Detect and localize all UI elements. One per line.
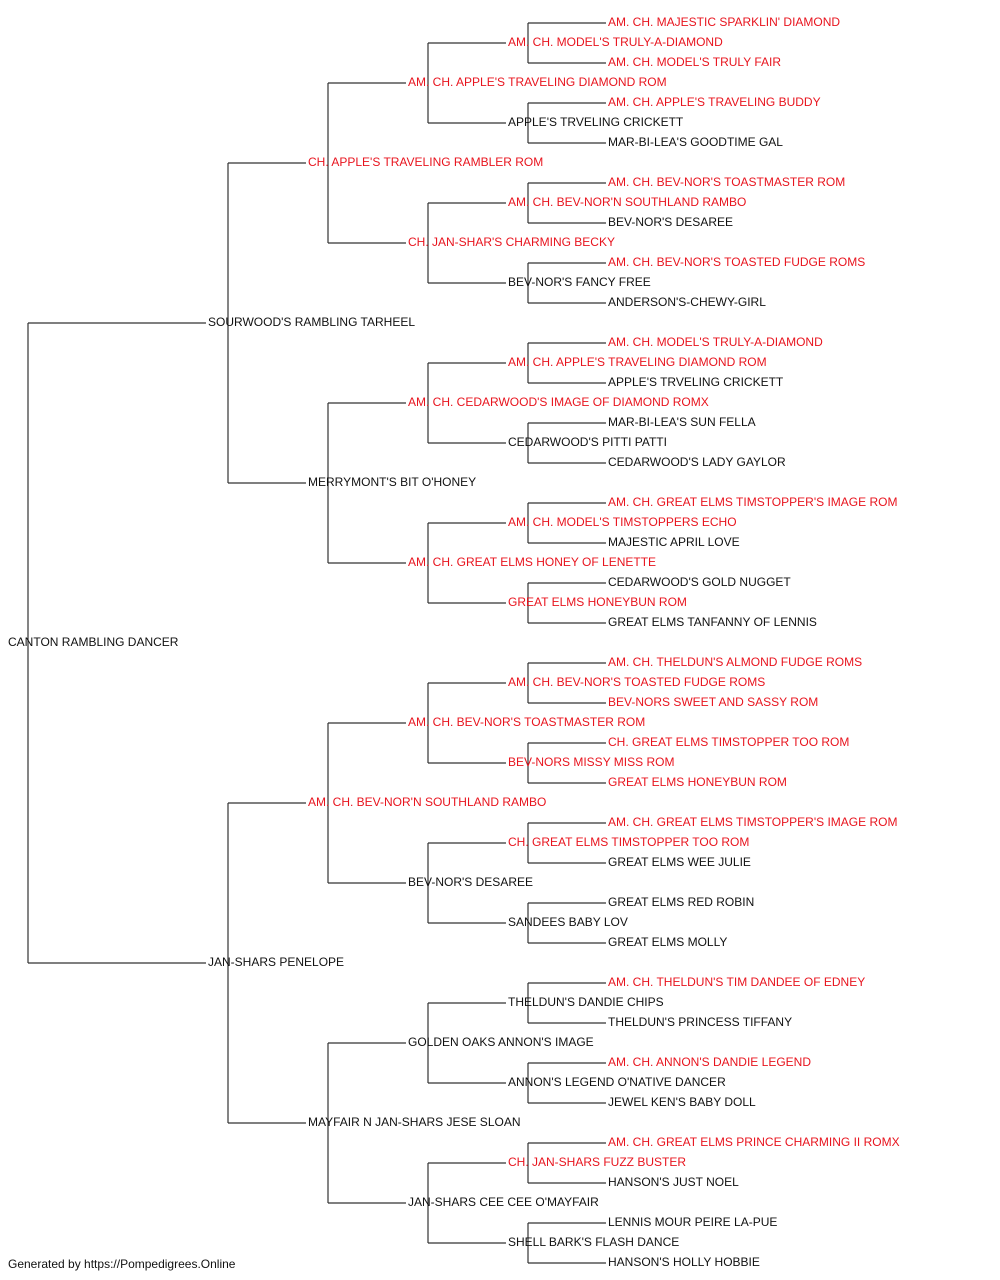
ggg-grandparent-name: HANSON'S JUST NOEL [608,1175,739,1189]
gg-grandparent-name: CH. JAN-SHARS FUZZ BUSTER [508,1155,687,1169]
gg-grandparent-name: AM. CH. APPLE'S TRAVELING DIAMOND ROM [508,355,767,369]
great-grandparent-name: GOLDEN OAKS ANNON'S IMAGE [408,1035,594,1049]
grandparent-name: MERRYMONT'S BIT O'HONEY [308,475,477,489]
parent-name: JAN-SHARS PENELOPE [208,955,345,969]
gg-grandparent-name: AM. CH. MODEL'S TIMSTOPPERS ECHO [508,515,737,529]
ggg-grandparent-name: CEDARWOOD'S GOLD NUGGET [608,575,791,589]
footer-credit: Generated by https://Pompedigrees.Online [8,1257,236,1271]
ggg-grandparent-name: MAR-BI-LEA'S SUN FELLA [608,415,756,429]
great-grandparent-name: AM. CH. APPLE'S TRAVELING DIAMOND ROM [408,75,667,89]
grandparent-name: AM. CH. BEV-NOR'N SOUTHLAND RAMBO [308,795,547,809]
ggg-grandparent-name: AM. CH. GREAT ELMS TIMSTOPPER'S IMAGE RO… [608,815,898,829]
great-grandparent-name: BEV-NOR'S DESAREE [408,875,533,889]
ggg-grandparent-name: AM. CH. ANNON'S DANDIE LEGEND [608,1055,811,1069]
ggg-grandparent-name: AM. CH. BEV-NOR'S TOASTMASTER ROM [608,175,846,189]
ggg-grandparent-name: LENNIS MOUR PEIRE LA-PUE [608,1215,778,1229]
gg-grandparent-name: AM. CH. BEV-NOR'N SOUTHLAND RAMBO [508,195,747,209]
ggg-grandparent-name: BEV-NOR'S DESAREE [608,215,733,229]
ggg-grandparent-name: GREAT ELMS TANFANNY OF LENNIS [608,615,817,629]
ggg-grandparent-name: AM. CH. GREAT ELMS TIMSTOPPER'S IMAGE RO… [608,495,898,509]
great-grandparent-name: CH. JAN-SHAR'S CHARMING BECKY [408,235,615,249]
great-grandparent-name: AM. CH. BEV-NOR'S TOASTMASTER ROM [408,715,646,729]
ggg-grandparent-name: AM. CH. MAJESTIC SPARKLIN' DIAMOND [608,15,841,29]
gg-grandparent-name: SHELL BARK'S FLASH DANCE [508,1235,680,1249]
gg-grandparent-name: CH. GREAT ELMS TIMSTOPPER TOO ROM [508,835,750,849]
ggg-grandparent-name: MAJESTIC APRIL LOVE [608,535,740,549]
ggg-grandparent-name: APPLE'S TRVELING CRICKETT [608,375,784,389]
grandparent-name: CH. APPLE'S TRAVELING RAMBLER ROM [308,155,544,169]
ggg-grandparent-name: AM. CH. GREAT ELMS PRINCE CHARMING II RO… [608,1135,900,1149]
ggg-grandparent-name: GREAT ELMS RED ROBIN [608,895,755,909]
ggg-grandparent-name: GREAT ELMS WEE JULIE [608,855,751,869]
gg-grandparent-name: BEV-NOR'S FANCY FREE [508,275,651,289]
parent-name: SOURWOOD'S RAMBLING TARHEEL [208,315,415,329]
ggg-grandparent-name: AM. CH. MODEL'S TRULY-A-DIAMOND [608,335,823,349]
ggg-grandparent-name: HANSON'S HOLLY HOBBIE [608,1255,760,1269]
great-grandparent-name: AM. CH. CEDARWOOD'S IMAGE OF DIAMOND ROM… [408,395,709,409]
ggg-grandparent-name: AM. CH. THELDUN'S TIM DANDEE OF EDNEY [608,975,866,989]
ggg-grandparent-name: THELDUN'S PRINCESS TIFFANY [608,1015,793,1029]
gg-grandparent-name: BEV-NORS MISSY MISS ROM [508,755,675,769]
gg-grandparent-name: ANNON'S LEGEND O'NATIVE DANCER [508,1075,726,1089]
great-grandparent-name: JAN-SHARS CEE CEE O'MAYFAIR [408,1195,599,1209]
ggg-grandparent-name: CEDARWOOD'S LADY GAYLOR [608,455,786,469]
gg-grandparent-name: CEDARWOOD'S PITTI PATTI [508,435,667,449]
ggg-grandparent-name: AM. CH. THELDUN'S ALMOND FUDGE ROMS [608,655,863,669]
ggg-grandparent-name: GREAT ELMS MOLLY [608,935,728,949]
ggg-grandparent-name: MAR-BI-LEA'S GOODTIME GAL [608,135,783,149]
ggg-grandparent-name: AM. CH. APPLE'S TRAVELING BUDDY [608,95,821,109]
ggg-grandparent-name: AM. CH. BEV-NOR'S TOASTED FUDGE ROMS [608,255,866,269]
ggg-grandparent-name: ANDERSON'S-CHEWY-GIRL [608,295,766,309]
gg-grandparent-name: AM. CH. BEV-NOR'S TOASTED FUDGE ROMS [508,675,766,689]
great-grandparent-name: AM. CH. GREAT ELMS HONEY OF LENETTE [408,555,657,569]
gg-grandparent-name: GREAT ELMS HONEYBUN ROM [508,595,687,609]
ggg-grandparent-name: BEV-NORS SWEET AND SASSY ROM [608,695,819,709]
ggg-grandparent-name: JEWEL KEN'S BABY DOLL [608,1095,756,1109]
gg-grandparent-name: SANDEES BABY LOV [508,915,628,929]
gg-grandparent-name: AM. CH. MODEL'S TRULY-A-DIAMOND [508,35,723,49]
ggg-grandparent-name: CH. GREAT ELMS TIMSTOPPER TOO ROM [608,735,850,749]
gg-grandparent-name: THELDUN'S DANDIE CHIPS [508,995,664,1009]
gg-grandparent-name: APPLE'S TRVELING CRICKETT [508,115,684,129]
subject-name: CANTON RAMBLING DANCER [8,635,179,649]
grandparent-name: MAYFAIR N JAN-SHARS JESE SLOAN [308,1115,521,1129]
ggg-grandparent-name: GREAT ELMS HONEYBUN ROM [608,775,787,789]
ggg-grandparent-name: AM. CH. MODEL'S TRULY FAIR [608,55,781,69]
